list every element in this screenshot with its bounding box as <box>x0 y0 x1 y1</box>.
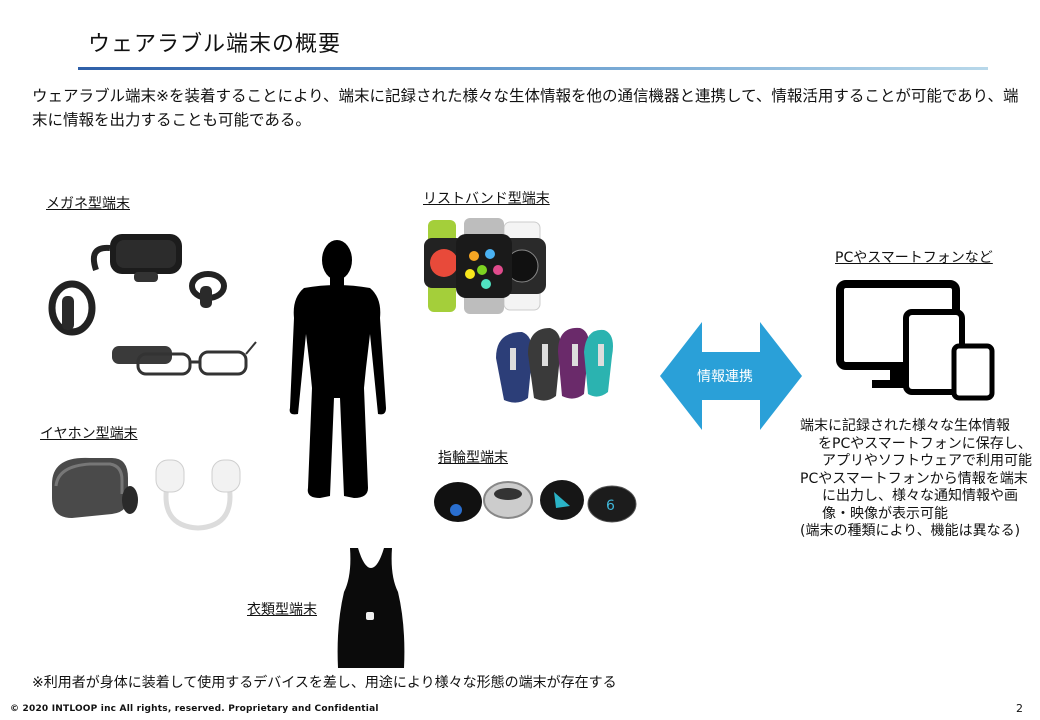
copyright-notice: © 2020 INTLOOP inc All rights, reserved.… <box>10 704 379 714</box>
pc-smartphone-label: PCやスマートフォンなど <box>835 250 993 266</box>
clothing-device-label: 衣類型端末 <box>247 602 317 618</box>
info-description: 端末に記録された様々な生体情報 をPCやスマートフォンに保存し、 アプリやソフト… <box>800 418 1032 541</box>
info-link-label: 情報連携 <box>697 369 753 385</box>
description-line: に出力し、様々な通知情報や画 <box>822 488 1018 504</box>
description-line: (端末の種類により、機能は異なる) <box>800 523 1021 539</box>
svg-text:6: 6 <box>606 498 615 514</box>
neckband-earphone-image <box>155 459 241 531</box>
description-line: 端末に記録された様々な生体情報 <box>800 418 1010 434</box>
wristband-device-label: リストバンド型端末 <box>423 191 550 207</box>
smartwatch-image <box>424 218 546 314</box>
description-line: 像・映像が表示可能 <box>822 505 948 522</box>
earphone-device-label: イヤホン型端末 <box>40 426 138 442</box>
glasses-device-label: メガネ型端末 <box>46 196 130 212</box>
title-divider <box>78 67 988 70</box>
ring-device-label: 指輪型端末 <box>438 450 508 466</box>
page-number: 2 <box>1016 702 1023 715</box>
vr-controller-image <box>189 271 227 308</box>
description-line: をPCやスマートフォンに保存し、 <box>818 435 1032 452</box>
bidirectional-arrow-icon <box>660 322 802 430</box>
smart-ring-image: 6 <box>434 480 637 523</box>
description-line: PCやスマートフォンから情報を端末 <box>800 470 1028 487</box>
footnote: ※利用者が身体に装着して使用するデバイスを差し、用途により様々な形態の端末が存在… <box>32 675 617 691</box>
vr-headset-image <box>48 234 182 336</box>
intro-text: ウェアラブル端末※を装着することにより、端末に記録された様々な生体情報を他の通信… <box>32 87 1019 129</box>
description-line: アプリやソフトウェアで利用可能 <box>822 453 1032 469</box>
page-title: ウェアラブル端末の概要 <box>88 32 342 57</box>
earbud-image <box>52 457 138 518</box>
pc-tablet-phone-icon <box>836 280 995 401</box>
human-silhouette-icon <box>289 240 386 498</box>
fitness-band-image <box>496 327 613 403</box>
smart-clothing-image <box>337 548 405 668</box>
smart-glasses-image <box>112 341 257 376</box>
